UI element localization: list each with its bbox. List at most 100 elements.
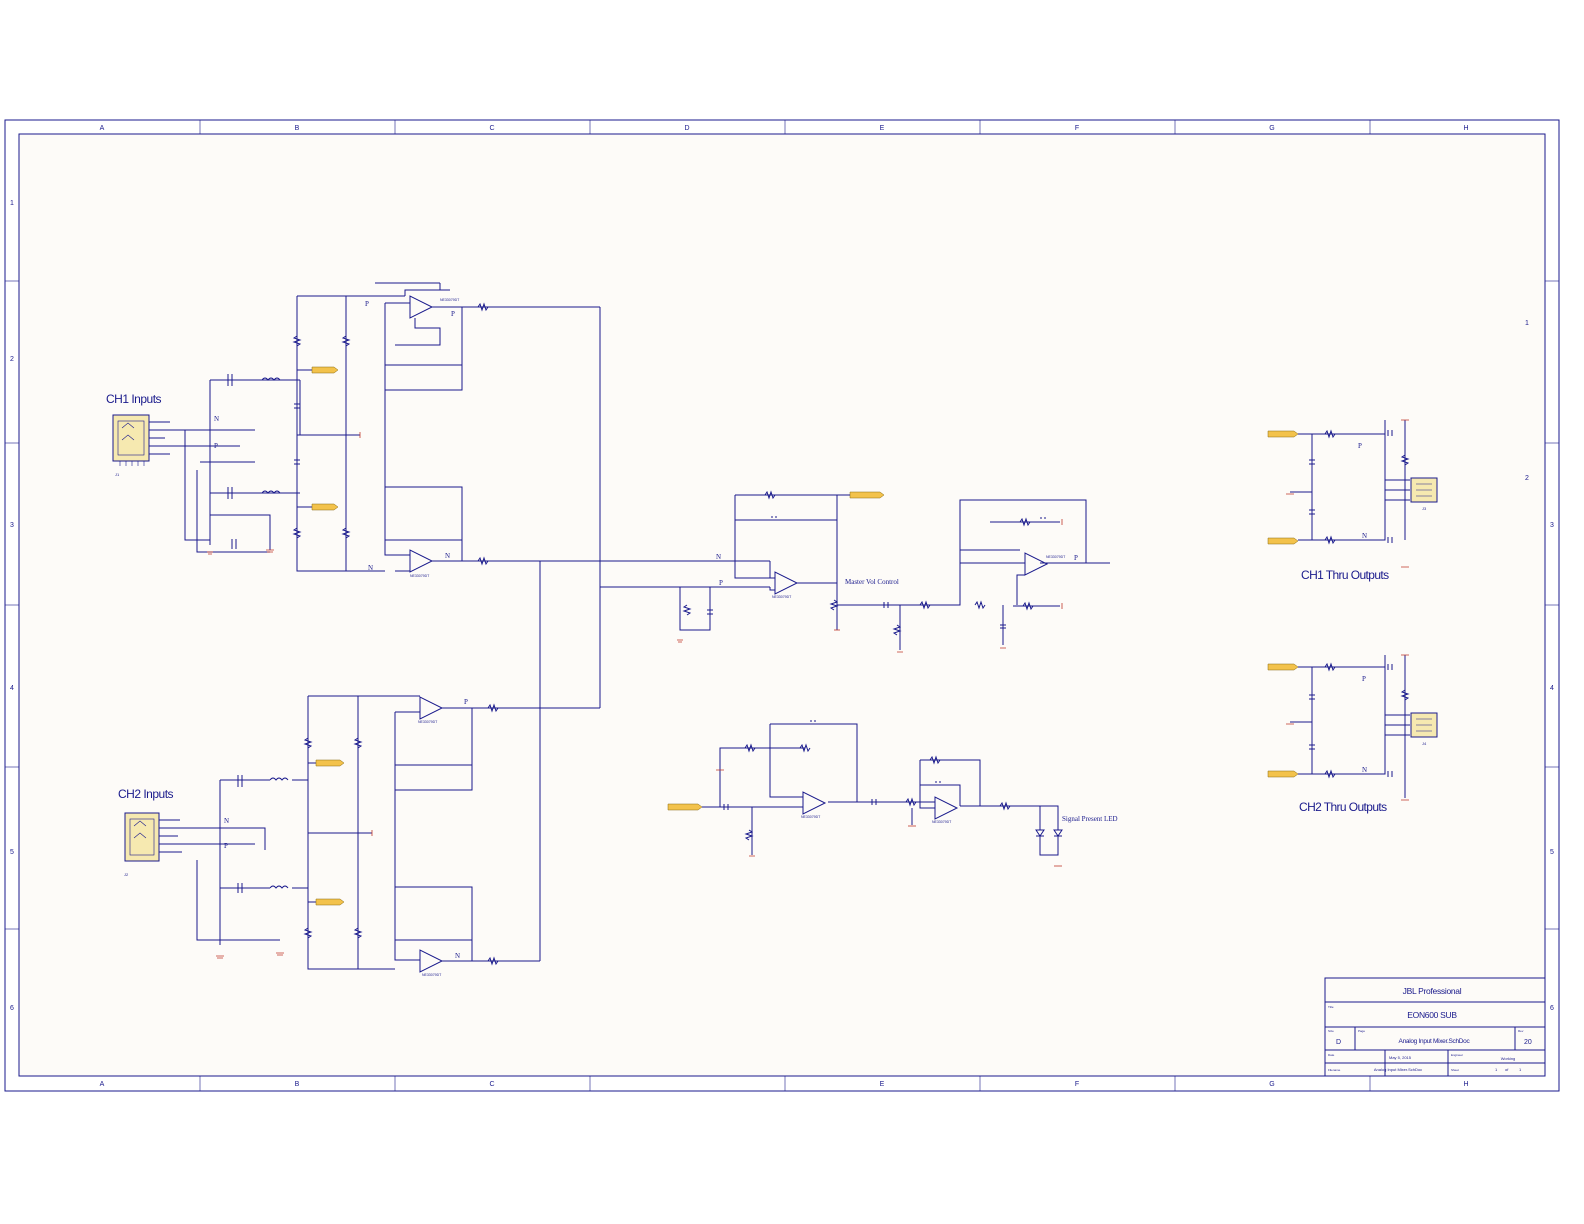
zone-col-top-f: F xyxy=(1075,125,1079,132)
sheet-inner-border xyxy=(18,133,1546,1077)
ch2-opamp-upper xyxy=(419,696,444,720)
ch1-opamp-lower xyxy=(409,549,434,573)
title-block-sheet-label: Sheet xyxy=(1451,1068,1459,1072)
ch1-input-circuit: J1 CH1 Inputs N P P N xyxy=(106,282,600,578)
ch1-inputs-title: CH1 Inputs xyxy=(106,392,162,406)
zone-col-bottom-e: E xyxy=(880,1081,885,1088)
title-block-engineer-label: Engineer xyxy=(1451,1053,1463,1057)
title-block-filename-label: Filename xyxy=(1328,1068,1341,1072)
title-block-engineer: Working xyxy=(1501,1056,1516,1061)
zone-row-right-2: 2 xyxy=(1525,475,1529,482)
ch2-net-p: P xyxy=(224,842,228,850)
signal-opamp-2 xyxy=(934,796,959,820)
ch2-opamp-lower-net-n: N xyxy=(455,952,460,960)
ch2-opamp-lower xyxy=(419,949,444,973)
title-block-filename: Analog Input Mixer.SchDoc xyxy=(1374,1067,1422,1072)
title-block-rev-label: Rev xyxy=(1518,1029,1524,1033)
ch1-input-connector: J1 xyxy=(112,414,150,477)
ch2-opamp-upper-part: NE33079DT xyxy=(418,720,438,724)
signal-opamp-1 xyxy=(802,791,827,815)
ch1-opamp-upper xyxy=(409,295,434,319)
sum-net-n: N xyxy=(716,553,721,561)
zone-col-bottom-b: B xyxy=(295,1081,300,1088)
zone-col-bottom-a: A xyxy=(100,1081,105,1088)
ch2-input-connector: J2 xyxy=(124,812,160,877)
zone-col-bottom-c: C xyxy=(489,1081,494,1088)
j3-label: J3 xyxy=(1422,506,1427,511)
master-opamp-part: NE33079DT xyxy=(772,595,792,599)
signal-opamp-2-part: NE33079DT xyxy=(932,820,952,824)
title-block-rev: 20 xyxy=(1524,1039,1532,1046)
signal-present-circuit: NE33079DT NE33079DT Signal Present LED xyxy=(667,720,1118,867)
zone-row-right-5: 5 xyxy=(1550,849,1554,856)
master-opamp xyxy=(774,571,799,595)
title-block-sheet-num: 1 xyxy=(1495,1067,1498,1072)
zone-row-right-3: 3 xyxy=(1550,522,1554,529)
ch2-net-n: N xyxy=(224,817,229,825)
title-block-sheet-of: of xyxy=(1505,1067,1509,1072)
j4-label: J4 xyxy=(1422,741,1427,746)
zone-row-right-1: 1 xyxy=(1525,320,1529,327)
ch1-bus-net-n: N xyxy=(368,564,373,572)
zone-row-left-5: 5 xyxy=(10,849,14,856)
output-opamp-part: NE33079DT xyxy=(1046,555,1066,559)
zone-col-bottom-f: F xyxy=(1075,1081,1079,1088)
ch1-thru-title: CH1 Thru Outputs xyxy=(1301,568,1389,582)
title-block-title: EON600 SUB xyxy=(1407,1010,1457,1020)
zone-col-bottom-h: H xyxy=(1463,1081,1468,1088)
zone-col-top-a: A xyxy=(100,125,105,132)
ch2-inputs-title: CH2 Inputs xyxy=(118,787,174,801)
ch2-thru-title: CH2 Thru Outputs xyxy=(1299,800,1387,814)
ch2-thru-circuit: J4 P N CH2 Thru Outputs xyxy=(1267,654,1438,814)
title-block-date: May 5, 2015 xyxy=(1389,1055,1412,1060)
output-net-p: P xyxy=(1074,554,1078,562)
ch2-thru-net-p: P xyxy=(1362,675,1366,683)
sum-net-p: P xyxy=(719,579,723,587)
ch1-thru-circuit: J3 P N CH1 Thru Outputs xyxy=(1267,419,1438,582)
signal-led-label: Signal Present LED xyxy=(1062,815,1118,823)
ch1-thru-net-n: N xyxy=(1362,532,1367,540)
zone-row-right-4: 4 xyxy=(1550,685,1554,692)
zone-row-left-4: 4 xyxy=(10,685,14,692)
zone-row-left-2: 2 xyxy=(10,356,14,363)
title-block-size: D xyxy=(1336,1039,1341,1046)
zone-col-top-d: D xyxy=(684,125,689,132)
ch1-opamp-upper-part: NE33079DT xyxy=(440,298,460,302)
ch2-opamp-upper-net-p: P xyxy=(464,698,468,706)
zone-row-left-3: 3 xyxy=(10,522,14,529)
title-block-date-label: Date xyxy=(1328,1053,1335,1057)
master-volume-circuit: NE33079DT Master Vol Control NE33079DT P xyxy=(734,490,1110,653)
ch2-opamp-lower-part: NE33079DT xyxy=(422,973,442,977)
title-block: JBL Professional Title EON600 SUB Size D… xyxy=(1324,977,1546,1077)
zone-row-right-6: 6 xyxy=(1550,1005,1554,1012)
ch2-thru-net-n: N xyxy=(1362,766,1367,774)
zone-col-top-g: G xyxy=(1269,125,1274,132)
zone-col-top-e: E xyxy=(880,125,885,132)
ch2-input-circuit: J2 CH2 Inputs N P NE33079DT P NE33079DT … xyxy=(118,695,600,977)
zone-row-left-6: 6 xyxy=(10,1005,14,1012)
j1-label: J1 xyxy=(115,472,120,477)
title-block-company: JBL Professional xyxy=(1403,986,1462,996)
zone-row-left-1: 1 xyxy=(10,200,14,207)
zone-dividers xyxy=(5,120,1559,1091)
master-vol-label: Master Vol Control xyxy=(845,578,899,586)
summing-bus: N P xyxy=(539,307,770,961)
title-block-size-label: Size xyxy=(1328,1029,1334,1033)
output-opamp xyxy=(1024,552,1049,576)
ch1-net-p: P xyxy=(214,442,218,450)
zone-col-top-h: H xyxy=(1463,125,1468,132)
ch1-opamp-lower-part: NE33079DT xyxy=(410,574,430,578)
signal-opamp-1-part: NE33079DT xyxy=(801,815,821,819)
ch1-opamp-upper-net-p: P xyxy=(451,310,455,318)
zone-col-top-c: C xyxy=(489,125,494,132)
ch1-thru-net-p: P xyxy=(1358,442,1362,450)
title-block-page: Analog Input Mixer.SchDoc xyxy=(1399,1038,1471,1045)
zone-col-bottom-g: G xyxy=(1269,1081,1274,1088)
title-block-sheet-total: 1 xyxy=(1519,1067,1522,1072)
j2-label: J2 xyxy=(124,872,129,877)
ch1-bus-net-p: P xyxy=(365,300,369,308)
title-block-title-label: Title xyxy=(1328,1005,1334,1009)
ch1-opamp-lower-net-n: N xyxy=(445,552,450,560)
zone-col-top-b: B xyxy=(295,125,300,132)
